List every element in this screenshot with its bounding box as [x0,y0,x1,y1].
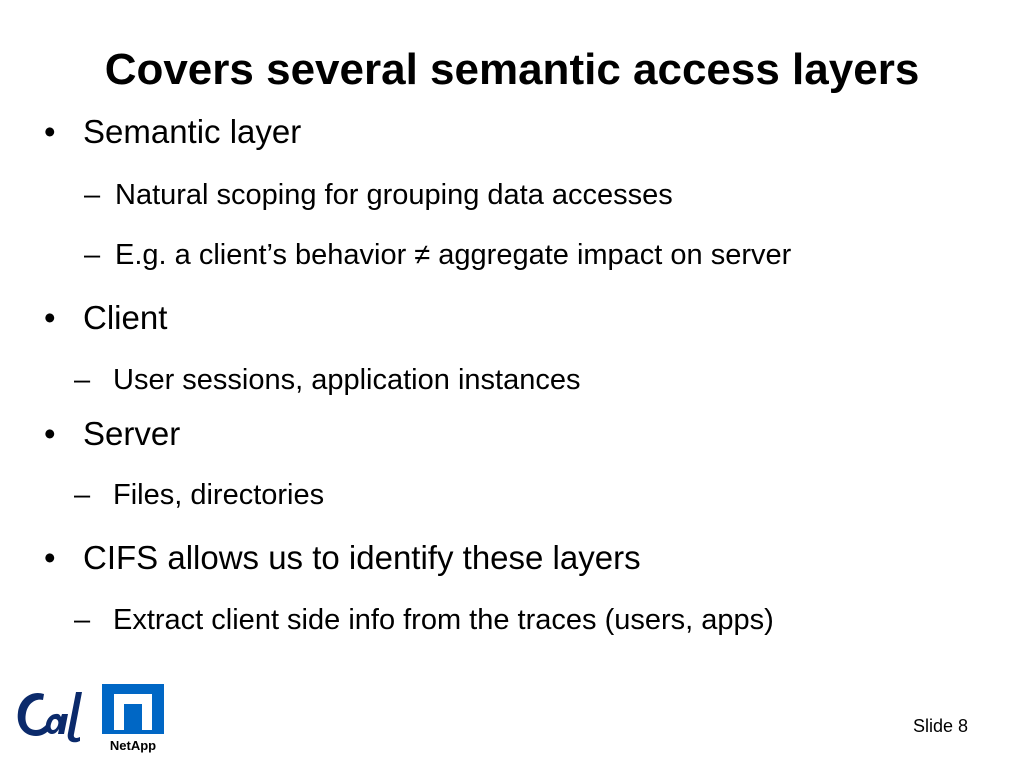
subitem-marker: – [74,364,91,396]
cal-logo-icon [17,692,82,743]
subitem-natural-scoping: –Natural scoping for grouping data acces… [84,177,673,213]
subitem-text: Natural scoping for grouping data access… [115,179,673,211]
subitem-text: Files, directories [113,479,325,511]
slide-title: Covers several semantic access layers [104,45,920,94]
bullet-text: Semantic layer [83,113,302,150]
subitem-text: Extract client side info from the traces… [113,604,774,636]
subitem-extract-client-info: –Extract client side info from the trace… [74,602,774,638]
subitem-marker: – [84,179,101,211]
subitem-user-sessions: –User sessions, application instances [74,362,580,398]
subitem-client-behavior: –E.g. a client’s behavior ≠ aggregate im… [84,237,791,273]
subitem-marker: – [74,604,91,636]
bullet-cifs: • CIFS allows us to identify these layers [44,538,641,578]
bullet-marker: • [44,415,56,452]
bullet-marker: • [44,539,56,576]
subitem-marker: – [74,479,91,511]
bullet-client: • Client [44,298,167,338]
bullet-text: CIFS allows us to identify these layers [83,539,641,576]
subitem-text: E.g. a client’s behavior ≠ aggregate imp… [115,239,792,271]
netapp-logo-text: NetApp [110,738,156,753]
bullet-semantic-layer: • Semantic layer [44,112,301,152]
subitem-marker: – [84,239,101,271]
bullet-marker: • [44,113,56,150]
bullet-server: • Server [44,414,180,454]
subitem-text: User sessions, application instances [113,364,581,396]
bullet-text: Server [83,415,181,452]
bullet-marker: • [44,299,56,336]
bullet-text: Client [83,299,168,336]
netapp-logo-icon: NetApp [102,684,164,753]
subitem-files-directories: –Files, directories [74,477,324,513]
slide-number: Slide 8 [912,716,968,736]
